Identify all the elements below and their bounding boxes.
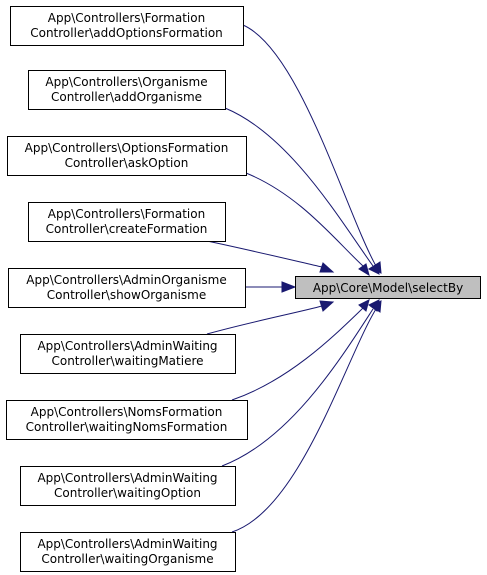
caller-node-label-line1: App\Controllers\AdminOrganisme <box>26 273 226 287</box>
caller-node-9[interactable]: App\Controllers\AdminWaitingController\w… <box>20 532 236 572</box>
caller-node-label-line1: App\Controllers\OptionsFormation <box>25 141 229 155</box>
call-edge-arrowhead-4 <box>319 262 335 273</box>
target-node-label: App\Core\Model\selectBy <box>313 281 463 295</box>
caller-node-label-line2: Controller\waitingOption <box>54 486 201 500</box>
caller-node-label-line2: Controller\askOption <box>65 156 189 170</box>
caller-node-label-line2: Controller\addOrganisme <box>51 90 202 104</box>
caller-node-label-line1: App\Controllers\AdminWaiting <box>37 537 217 551</box>
caller-node-3[interactable]: App\Controllers\OptionsFormationControll… <box>7 136 247 176</box>
call-edge-3 <box>245 172 364 267</box>
caller-node-label-line2: Controller\waitingNomsFormation <box>26 420 228 434</box>
caller-node-6[interactable]: App\Controllers\AdminWaitingController\w… <box>20 334 236 374</box>
caller-node-box <box>10 6 244 46</box>
call-edge-arrowhead-2 <box>367 263 380 275</box>
caller-node-label-line1: App\Controllers\AdminWaiting <box>37 471 217 485</box>
caller-node-label-line1: App\Controllers\Organisme <box>45 75 207 89</box>
call-edge-8 <box>221 308 374 467</box>
call-edge-arrowhead-9 <box>370 300 382 313</box>
caller-node-2[interactable]: App\Controllers\OrganismeController\addO… <box>28 70 226 110</box>
target-node-box <box>295 276 481 299</box>
call-edge-arrowhead-6 <box>319 300 335 312</box>
nodes-layer: App\Controllers\FormationController\addO… <box>6 6 481 572</box>
caller-node-box <box>28 202 226 242</box>
call-edge-4 <box>206 240 323 268</box>
caller-node-box <box>20 466 236 506</box>
call-edge-arrowhead-5 <box>281 281 297 293</box>
caller-node-box <box>6 400 248 440</box>
caller-node-box <box>7 136 247 176</box>
caller-node-box <box>20 334 236 374</box>
caller-node-label-line1: App\Controllers\NomsFormation <box>31 405 223 419</box>
caller-node-label-line2: Controller\addOptionsFormation <box>30 26 223 40</box>
call-edge-arrowhead-7 <box>358 299 370 312</box>
call-edge-2 <box>224 107 374 267</box>
caller-node-label-line1: App\Controllers\AdminWaiting <box>37 339 217 353</box>
caller-node-5[interactable]: App\Controllers\AdminOrganismeController… <box>8 268 246 308</box>
call-edge-arrowhead-3 <box>358 263 370 277</box>
caller-node-7[interactable]: App\Controllers\NomsFormationController\… <box>6 400 248 440</box>
caller-node-box <box>8 268 246 308</box>
caller-node-4[interactable]: App\Controllers\FormationController\crea… <box>28 202 226 242</box>
caller-node-box <box>28 70 226 110</box>
call-edge-1 <box>242 24 377 267</box>
caller-node-label-line1: App\Controllers\Formation <box>48 207 205 221</box>
caller-node-1[interactable]: App\Controllers\FormationController\addO… <box>10 6 244 46</box>
caller-node-label-line2: Controller\waitingMatiere <box>51 354 203 368</box>
target-node[interactable]: App\Core\Model\selectBy <box>295 276 481 299</box>
caller-node-8[interactable]: App\Controllers\AdminWaitingController\w… <box>20 466 236 506</box>
caller-node-label-line2: Controller\showOrganisme <box>47 288 207 302</box>
call-edge-7 <box>231 307 364 401</box>
caller-node-label-line2: Controller\createFormation <box>46 222 208 236</box>
call-edge-9 <box>231 308 377 533</box>
edges-layer <box>206 24 382 533</box>
caller-node-label-line2: Controller\waitingOrganisme <box>41 552 213 566</box>
caller-node-box <box>20 532 236 572</box>
call-edge-6 <box>206 305 323 335</box>
caller-node-label-line1: App\Controllers\Formation <box>48 11 205 25</box>
